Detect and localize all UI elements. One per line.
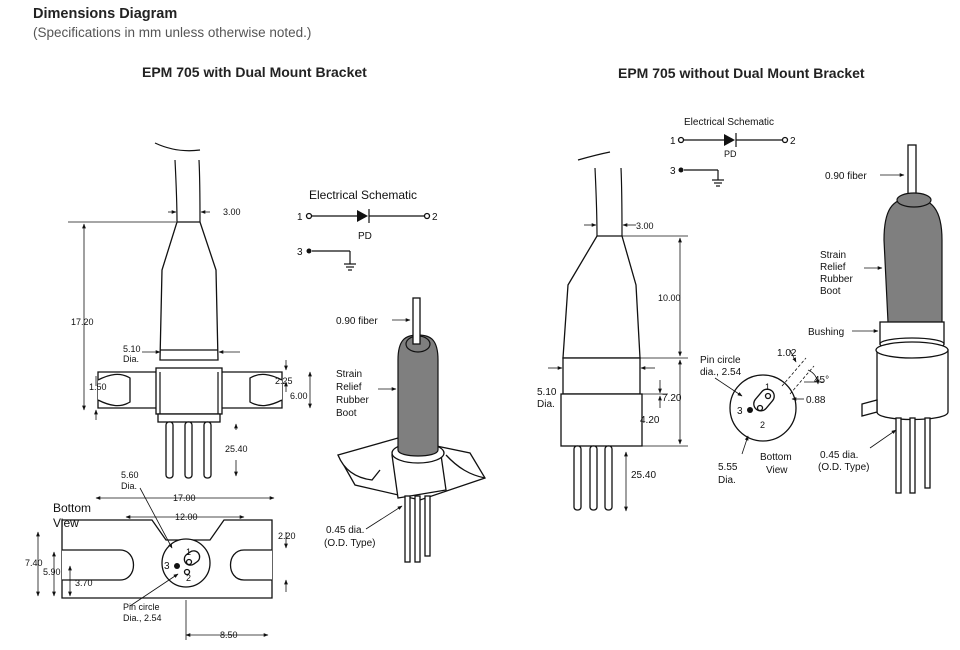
right-pin-2-label: 2 <box>760 420 765 430</box>
dim-left-8-50: 8.50 <box>220 630 238 640</box>
dim-right-45-deg: 45° <box>814 375 829 386</box>
dim-left-12-00: 12.00 <box>175 512 198 522</box>
dim-left-6-00: 6.00 <box>290 391 308 401</box>
left-iso-strain-2: Relief <box>336 382 362 393</box>
page-title: Dimensions Diagram <box>33 6 178 22</box>
right-iso-bushing: Bushing <box>808 327 844 338</box>
right-schematic-pin1: 1 <box>670 136 676 147</box>
right-schematic-pd: PD <box>724 149 737 159</box>
dim-left-17-20: 17.20 <box>71 317 94 327</box>
left-section-title: EPM 705 with Dual Mount Bracket <box>142 64 367 80</box>
left-iso-view <box>337 297 486 563</box>
left-schematic-title: Electrical Schematic <box>309 188 417 202</box>
dim-right-1-02: 1.02 <box>777 348 797 359</box>
left-pin-circle-label-1: Pin circle <box>123 602 160 612</box>
dim-right-0-88: 0.88 <box>806 395 826 406</box>
dim-right-3-00: 3.00 <box>636 221 654 231</box>
left-pin-1-label: 1 <box>186 547 191 557</box>
dim-left-3-70: 3.70 <box>75 578 93 588</box>
left-bottom-view-label-2: View <box>53 516 79 530</box>
right-bottom-view-label-2: View <box>766 465 788 476</box>
left-schematic-pin1: 1 <box>297 212 303 223</box>
right-schematic-title: Electrical Schematic <box>684 117 774 128</box>
left-iso-strain-4: Boot <box>336 408 357 419</box>
left-pin-3-label: 3 <box>164 561 170 572</box>
dim-left-2-20: 2.20 <box>278 531 296 541</box>
right-iso-dia-2: (O.D. Type) <box>818 462 870 473</box>
dim-left-25-40: 25.40 <box>225 444 248 454</box>
right-pin-circle-label-2: dia., 2.54 <box>700 367 742 378</box>
left-iso-fiber-label: 0.90 fiber <box>336 316 378 327</box>
right-iso-strain-3: Rubber <box>820 274 853 285</box>
left-iso-dia-1: 0.45 dia. <box>326 525 364 536</box>
left-schematic-pin2: 2 <box>432 212 438 223</box>
right-side-view <box>548 151 688 512</box>
right-iso-view <box>852 144 949 494</box>
dim-left-1-50: 1.50 <box>89 382 107 392</box>
dim-left-5-10-dia: Dia. <box>123 354 139 364</box>
right-schematic <box>677 133 789 187</box>
right-bottom-view <box>714 349 824 455</box>
right-iso-dia-1: 0.45 dia. <box>820 450 858 461</box>
dim-right-4-20: 4.20 <box>640 415 660 426</box>
right-dia-5-55-label: Dia. <box>718 475 736 486</box>
right-schematic-pin3: 3 <box>670 166 676 177</box>
dim-left-5-90: 5.90 <box>43 567 61 577</box>
left-iso-strain-1: Strain <box>336 369 362 380</box>
dim-left-17-00: 17.00 <box>173 493 196 503</box>
dim-left-3-00: 3.00 <box>223 207 241 217</box>
right-iso-strain-4: Boot <box>820 286 841 297</box>
dim-left-7-40: 7.40 <box>25 558 43 568</box>
right-iso-strain-1: Strain <box>820 250 846 261</box>
left-schematic <box>305 209 431 271</box>
right-bottom-view-label-1: Bottom <box>760 452 792 463</box>
right-section-title: EPM 705 without Dual Mount Bracket <box>618 65 865 81</box>
dim-left-5-60-dia: Dia. <box>121 481 137 491</box>
left-pin-circle-label-2: Dia., 2.54 <box>123 613 162 623</box>
page-subtitle: (Specifications in mm unless otherwise n… <box>33 25 312 40</box>
left-schematic-pd: PD <box>358 231 372 242</box>
right-dia-5-55: 5.55 <box>718 462 738 473</box>
right-schematic-pin2: 2 <box>790 136 796 147</box>
right-pin-circle-label-1: Pin circle <box>700 355 741 366</box>
right-iso-strain-2: Relief <box>820 262 846 273</box>
left-schematic-pin3: 3 <box>297 247 303 258</box>
dim-left-5-10: 5.10 <box>123 344 141 354</box>
dim-right-25-40: 25.40 <box>631 470 656 481</box>
left-bottom-view <box>36 487 288 640</box>
right-iso-fiber-label: 0.90 fiber <box>825 171 867 182</box>
right-pin-3-label: 3 <box>737 406 743 417</box>
left-iso-dia-2: (O.D. Type) <box>324 538 376 549</box>
dim-right-10-00: 10.00 <box>658 293 681 303</box>
dim-right-5-10-dia: Dia. <box>537 399 555 410</box>
left-pin-2-label: 2 <box>186 573 191 583</box>
left-side-view <box>68 142 312 479</box>
dim-right-7-20: 7.20 <box>662 393 682 404</box>
dim-left-5-60: 5.60 <box>121 470 139 480</box>
left-bottom-view-label-1: Bottom <box>53 501 91 515</box>
dim-left-2-25: 2.25 <box>275 376 293 386</box>
left-iso-strain-3: Rubber <box>336 395 369 406</box>
right-pin-1-label: 1 <box>765 382 770 392</box>
dim-right-5-10: 5.10 <box>537 387 557 398</box>
